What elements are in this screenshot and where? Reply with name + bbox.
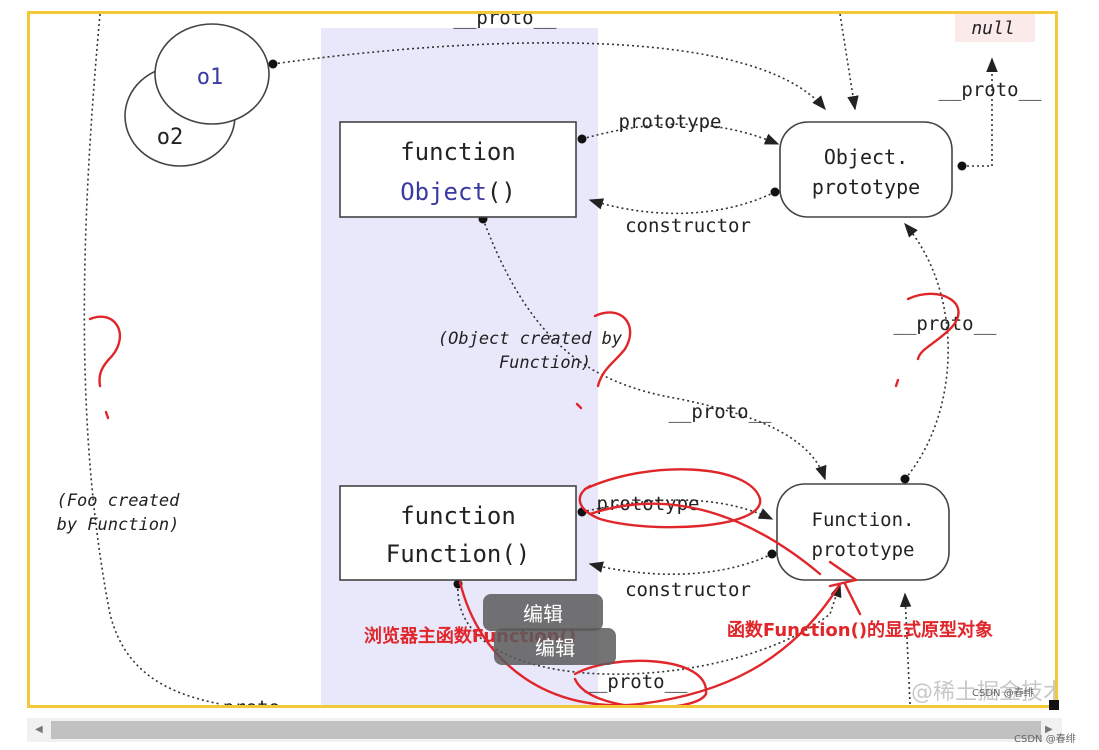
annotation-question-mid <box>593 311 632 388</box>
node-object-prototype <box>779 121 953 218</box>
node-function-function-line2: Function() <box>386 540 531 568</box>
label-proto-top: __proto__ <box>454 14 558 29</box>
annotation-question-left <box>88 315 122 388</box>
prototype-chain-diagram: o1 o2 function Object() Object. prototyp… <box>57 14 1055 705</box>
node-function-prototype-line2: prototype <box>812 539 915 561</box>
label-proto-bottom-left: __proto <box>200 697 280 705</box>
edge-prototype-fn <box>581 499 774 520</box>
node-o2-label: o2 <box>157 125 184 150</box>
edge-fnproto-objproto <box>904 222 949 480</box>
edit-tooltip-secondary[interactable]: 编辑 <box>494 628 616 665</box>
edge-bottom-right <box>899 592 912 705</box>
annotation-circle-proto-bottom <box>573 659 708 705</box>
node-function-object <box>339 121 577 218</box>
label-proto-null: __proto__ <box>939 79 1043 101</box>
scroll-thumb[interactable] <box>51 721 1041 739</box>
scroll-right-icon[interactable]: ▶ <box>1045 724 1053 735</box>
edge-prototype-obj <box>581 123 780 145</box>
node-function-object-line2: Object() <box>400 178 516 206</box>
csdn-watermark-small: CSDN @春绯 <box>972 688 1034 699</box>
node-object-prototype-line1: Object. <box>824 145 908 169</box>
node-function-prototype-line1: Function. <box>812 509 915 531</box>
label-proto-right: __proto__ <box>894 313 998 335</box>
annotation-circle-prototype <box>578 468 762 529</box>
edge-o1-proto <box>272 42 826 111</box>
label-proto-mid: __proto__ <box>669 401 773 423</box>
parens: () <box>487 178 516 206</box>
node-function-object-line1: function <box>400 138 516 166</box>
label-object-created-2: Function) <box>499 353 591 373</box>
edge-object-created <box>482 218 827 481</box>
label-foo-created-1: (Foo created <box>57 491 181 511</box>
label-prototype-obj: prototype <box>619 111 722 133</box>
watermark-juejin: @稀土掘金技术社区 <box>911 680 1055 705</box>
node-function-prototype <box>776 483 950 581</box>
scroll-left-icon[interactable]: ◀ <box>35 724 43 735</box>
edge-fn-proto-bottom <box>457 582 842 675</box>
resize-handle[interactable] <box>1049 700 1059 710</box>
annotation-arrow-bottom <box>458 580 842 705</box>
label-foo-created-2: by Function) <box>57 515 180 535</box>
node-function-function-line1: function <box>400 502 516 530</box>
edit-tooltip[interactable]: 编辑 <box>483 594 603 631</box>
label-proto-bottom: __proto__ <box>585 671 689 693</box>
edge-top-down <box>839 14 859 111</box>
node-o1-label: o1 <box>197 65 224 90</box>
diagram-frame: o1 o2 function Object() Object. prototyp… <box>27 11 1058 708</box>
edge-constructor-fn <box>588 553 773 576</box>
annotation-function-prototype-desc: 函数Function()的显式原型对象 <box>727 619 993 641</box>
edge-constructor-obj <box>588 191 776 215</box>
null-label: null <box>971 18 1014 39</box>
horizontal-scrollbar[interactable]: ◀ ▶ <box>27 718 1062 742</box>
label-object-created-1: (Object created by <box>438 329 623 349</box>
node-function-function <box>339 485 577 581</box>
annotation-question-right <box>906 292 960 361</box>
annotation-arrow-to-fnproto <box>588 502 822 576</box>
annotation-arrowhead <box>828 560 859 588</box>
edge-foo-created <box>83 14 221 705</box>
node-object-prototype-line2: prototype <box>812 175 920 199</box>
keyword-object: Object <box>400 178 487 206</box>
edge-objproto-null <box>962 57 998 167</box>
csdn-watermark-bottom: CSDN @春绯 <box>1014 734 1076 745</box>
node-o1 <box>154 23 270 125</box>
label-constructor-fn: constructor <box>625 579 751 601</box>
label-constructor-obj: constructor <box>625 215 751 237</box>
